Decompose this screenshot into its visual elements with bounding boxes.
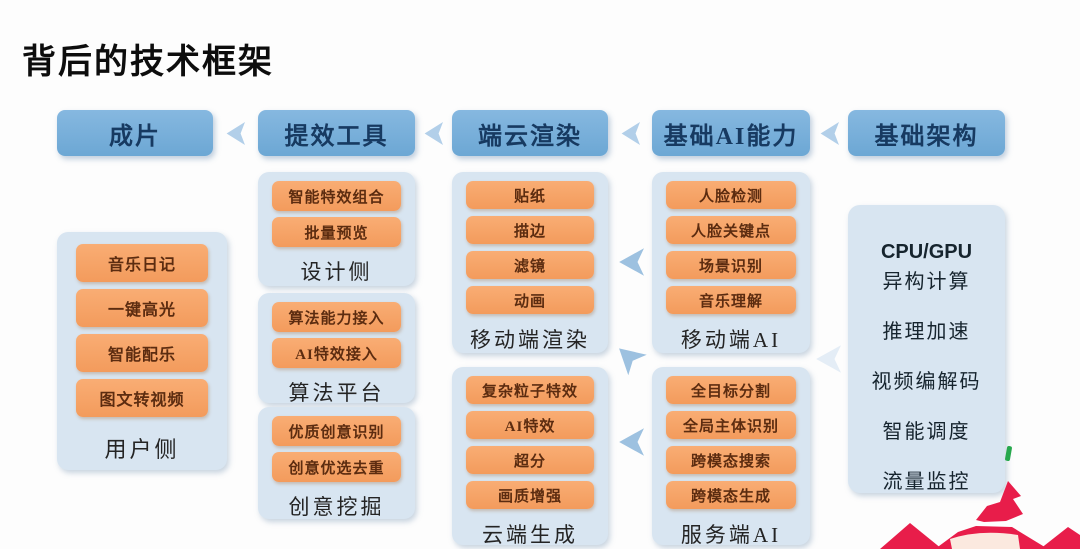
header-label: 基础AI能力 — [663, 123, 799, 150]
up-left-arrow-icon — [607, 336, 647, 376]
tech-item: 场景识别 — [666, 251, 796, 279]
group-creative-mining: 优质创意识别 创意优选去重 创意挖掘 — [258, 407, 415, 519]
group-label: 用户侧 — [104, 437, 180, 462]
infra-line: 异构计算 — [882, 271, 971, 293]
header-label: 成片 — [109, 123, 161, 150]
left-arrow-icon — [424, 122, 443, 145]
tech-item: 算法能力接入 — [272, 302, 401, 332]
group-label: 算法平台 — [288, 381, 385, 405]
tech-item: 人脸关键点 — [666, 216, 796, 244]
tech-item: 跨模态生成 — [666, 481, 796, 509]
tech-item: 智能配乐 — [75, 334, 209, 372]
left-arrow-icon — [820, 122, 839, 145]
header-box-final-film: 成片 — [57, 110, 213, 156]
header-label: 基础架构 — [874, 123, 979, 150]
tech-item: 跨模态搜索 — [666, 446, 796, 474]
group-cloud-generation: 复杂粒子特效 AI特效 超分 画质增强 云端生成 — [452, 367, 608, 547]
tech-item: 优质创意识别 — [272, 416, 401, 446]
tech-item: 全局主体识别 — [666, 411, 796, 439]
tech-item: AI特效接入 — [272, 338, 401, 368]
group-label: 移动端AI — [680, 328, 782, 352]
tech-item: 描边 — [466, 216, 594, 244]
infra-line: CPU/GPU — [880, 241, 973, 263]
group-server-ai: 全目标分割 全局主体识别 跨模态搜索 跨模态生成 服务端AI — [652, 367, 810, 547]
red-logo-watermark — [880, 481, 1080, 549]
infra-line: 视频编解码 — [871, 371, 982, 393]
group-label: 创意挖掘 — [288, 495, 385, 519]
left-arrow-icon — [816, 345, 841, 373]
tech-item: 动画 — [466, 286, 594, 314]
header-box-efficiency-tools: 提效工具 — [258, 110, 415, 156]
left-arrow-icon — [619, 428, 644, 456]
infra-line: 推理加速 — [882, 321, 971, 343]
tech-item: 批量预览 — [272, 217, 401, 247]
tech-item: 超分 — [466, 446, 594, 474]
tech-item: 创意优选去重 — [272, 452, 401, 482]
page-title: 背后的技术框架 — [22, 44, 274, 81]
group-algorithm-platform: 算法能力接入 AI特效接入 算法平台 — [258, 293, 415, 405]
group-label: 移动端渲染 — [470, 328, 590, 352]
left-arrow-icon — [226, 122, 245, 145]
tech-item: 一键高光 — [75, 289, 209, 327]
tech-item: 滤镜 — [466, 251, 594, 279]
header-label: 端云渲染 — [478, 123, 582, 150]
header-label: 提效工具 — [284, 123, 389, 150]
header-box-device-cloud-rendering: 端云渲染 — [452, 110, 608, 156]
header-box-infrastructure: 基础架构 — [848, 110, 1005, 156]
tech-item: 人脸检测 — [666, 181, 796, 209]
group-infrastructure: CPU/GPU 异构计算 推理加速 视频编解码 智能调度 流量监控 — [848, 205, 1005, 493]
header-box-basic-ai: 基础AI能力 — [652, 110, 810, 156]
tech-item: 复杂粒子特效 — [466, 376, 594, 404]
group-mobile-rendering: 贴纸 描边 滤镜 动画 移动端渲染 — [452, 172, 608, 353]
tech-item: 音乐理解 — [666, 286, 796, 314]
infra-line: 智能调度 — [882, 421, 971, 443]
infra-line: 流量监控 — [882, 471, 971, 493]
tech-item: 全目标分割 — [666, 376, 796, 404]
tech-item: 贴纸 — [466, 181, 594, 209]
group-label: 设计侧 — [300, 260, 373, 284]
tech-item: AI特效 — [466, 411, 594, 439]
tech-item: 智能特效组合 — [272, 181, 401, 211]
group-label: 云端生成 — [482, 523, 578, 547]
tech-item: 音乐日记 — [75, 244, 209, 282]
group-design-side: 智能特效组合 批量预览 设计侧 — [258, 172, 415, 286]
left-arrow-icon — [621, 122, 640, 145]
tech-item: 画质增强 — [466, 481, 594, 509]
left-arrow-icon — [619, 248, 644, 276]
green-mark — [1004, 445, 1013, 462]
tech-item: 图文转视频 — [75, 379, 209, 417]
group-user-side: 音乐日记 一键高光 智能配乐 图文转视频 用户侧 — [57, 232, 227, 470]
group-label: 服务端AI — [680, 523, 782, 547]
group-mobile-ai: 人脸检测 人脸关键点 场景识别 音乐理解 移动端AI — [652, 172, 810, 353]
